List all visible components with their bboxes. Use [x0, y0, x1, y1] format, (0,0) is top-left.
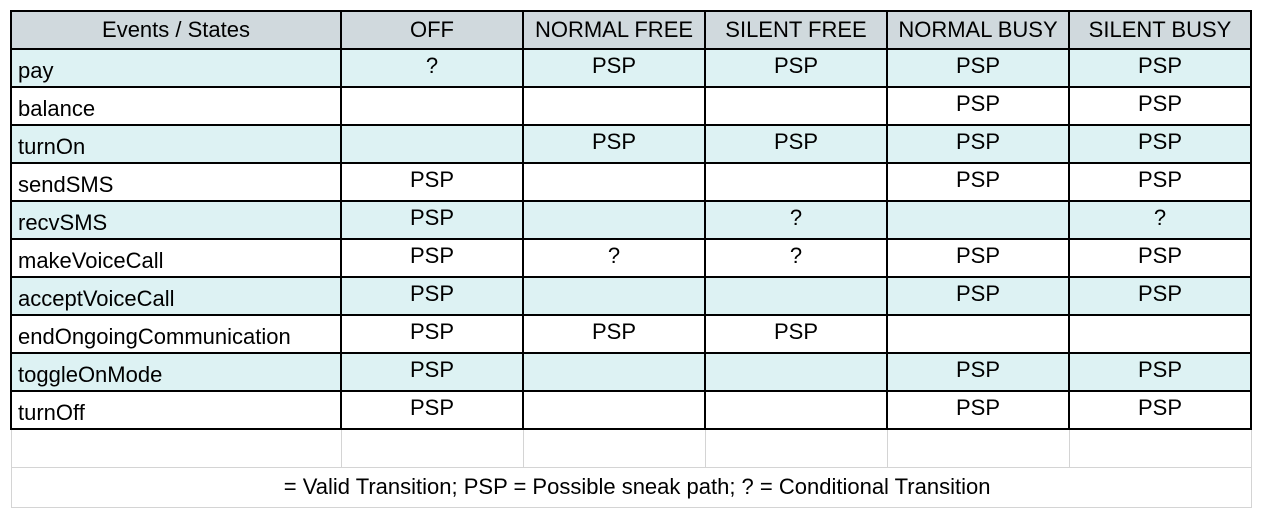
transition-cell-off: PSP: [340, 162, 524, 202]
transition-cell-normal-free: [522, 352, 706, 392]
event-name-cell: balance: [10, 86, 342, 126]
transition-cell-silent-busy: PSP: [1068, 162, 1252, 202]
blank-cell: [10, 428, 342, 468]
transition-cell-normal-busy: PSP: [886, 48, 1070, 88]
transition-cell-normal-free: [522, 276, 706, 316]
transition-cell-silent-busy: [1068, 314, 1252, 354]
transition-cell-off: [340, 124, 524, 164]
state-transition-table: Events / States OFF NORMAL FREE SILENT F…: [10, 10, 1252, 508]
legend-row: = Valid Transition; PSP = Possible sneak…: [10, 466, 1252, 508]
transition-cell-normal-free: PSP: [522, 314, 706, 354]
transition-cell-normal-free: [522, 86, 706, 126]
transition-cell-normal-busy: PSP: [886, 124, 1070, 164]
transition-cell-normal-free: [522, 200, 706, 240]
transition-cell-silent-busy: PSP: [1068, 48, 1252, 88]
transition-cell-normal-busy: [886, 314, 1070, 354]
state-header-silent-busy: SILENT BUSY: [1068, 10, 1252, 50]
transition-cell-silent-busy: PSP: [1068, 390, 1252, 430]
blank-cell: [886, 428, 1070, 468]
blank-cell: [1068, 428, 1252, 468]
transition-cell-silent-free: [704, 86, 888, 126]
event-name-cell: pay: [10, 48, 342, 88]
transition-cell-normal-busy: [886, 200, 1070, 240]
state-header-normal-free: NORMAL FREE: [522, 10, 706, 50]
transition-cell-silent-busy: PSP: [1068, 86, 1252, 126]
transition-cell-silent-free: ?: [704, 200, 888, 240]
transition-cell-off: PSP: [340, 276, 524, 316]
transition-cell-normal-busy: PSP: [886, 276, 1070, 316]
transition-cell-off: PSP: [340, 314, 524, 354]
transition-cell-normal-free: [522, 390, 706, 430]
transition-cell-off: [340, 86, 524, 126]
transition-cell-off: PSP: [340, 352, 524, 392]
event-name-cell: turnOff: [10, 390, 342, 430]
transition-cell-silent-busy: PSP: [1068, 238, 1252, 278]
transition-cell-off: PSP: [340, 238, 524, 278]
legend-text: = Valid Transition; PSP = Possible sneak…: [10, 466, 1252, 508]
event-name-cell: acceptVoiceCall: [10, 276, 342, 316]
transition-cell-normal-free: PSP: [522, 48, 706, 88]
transition-cell-silent-free: PSP: [704, 48, 888, 88]
transition-cell-silent-free: [704, 162, 888, 202]
transition-cell-off: PSP: [340, 390, 524, 430]
transition-cell-normal-busy: PSP: [886, 238, 1070, 278]
transition-cell-normal-free: [522, 162, 706, 202]
blank-cell: [340, 428, 524, 468]
state-header-silent-free: SILENT FREE: [704, 10, 888, 50]
transition-cell-silent-free: [704, 352, 888, 392]
event-name-cell: turnOn: [10, 124, 342, 164]
transition-grid: Events / States OFF NORMAL FREE SILENT F…: [10, 10, 1252, 508]
state-header-off: OFF: [340, 10, 524, 50]
transition-cell-silent-busy: PSP: [1068, 124, 1252, 164]
event-name-cell: toggleOnMode: [10, 352, 342, 392]
transition-cell-normal-busy: PSP: [886, 162, 1070, 202]
event-name-cell: endOngoingCommunication: [10, 314, 342, 354]
blank-row: [10, 428, 1252, 468]
transition-cell-silent-free: ?: [704, 238, 888, 278]
transition-cell-silent-busy: PSP: [1068, 276, 1252, 316]
transition-cell-off: PSP: [340, 200, 524, 240]
corner-header: Events / States: [10, 10, 342, 50]
event-name-cell: sendSMS: [10, 162, 342, 202]
transition-cell-silent-free: PSP: [704, 314, 888, 354]
transition-cell-off: ?: [340, 48, 524, 88]
transition-cell-silent-busy: PSP: [1068, 352, 1252, 392]
transition-cell-silent-busy: ?: [1068, 200, 1252, 240]
transition-cell-normal-busy: PSP: [886, 86, 1070, 126]
blank-cell: [522, 428, 706, 468]
transition-cell-normal-free: ?: [522, 238, 706, 278]
header-row: Events / States OFF NORMAL FREE SILENT F…: [10, 10, 1252, 50]
event-name-cell: recvSMS: [10, 200, 342, 240]
transition-cell-normal-busy: PSP: [886, 390, 1070, 430]
transition-cell-normal-free: PSP: [522, 124, 706, 164]
transition-cell-silent-free: [704, 390, 888, 430]
transition-cell-normal-busy: PSP: [886, 352, 1070, 392]
state-header-normal-busy: NORMAL BUSY: [886, 10, 1070, 50]
transition-cell-silent-free: PSP: [704, 124, 888, 164]
transition-cell-silent-free: [704, 276, 888, 316]
event-name-cell: makeVoiceCall: [10, 238, 342, 278]
blank-cell: [704, 428, 888, 468]
